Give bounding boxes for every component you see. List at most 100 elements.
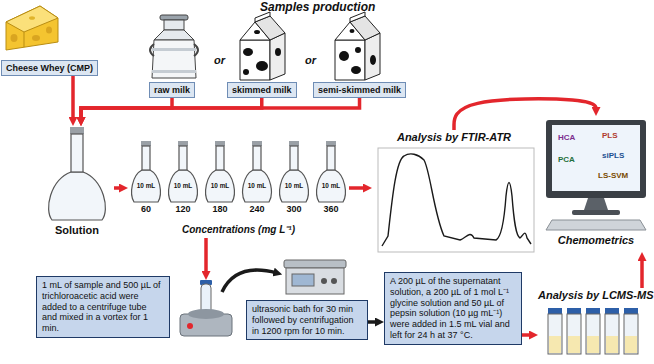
volumetric-flask: Solution xyxy=(40,126,114,242)
flask-stopper xyxy=(70,127,84,134)
computer-panel: ChemometricsHCAPCAPLSsiPLSLS-SVM xyxy=(542,116,650,252)
flask-stopper xyxy=(326,141,336,146)
vortex-mixer xyxy=(188,309,224,319)
milk-can xyxy=(152,70,196,73)
vials xyxy=(567,308,581,314)
node-text: 240 xyxy=(239,204,275,214)
node-text: Cheese Whey (CMP) xyxy=(6,63,93,73)
node-text: semi-skimmed milk xyxy=(318,85,401,95)
flask-stopper xyxy=(178,141,188,146)
node-text: 10 mL xyxy=(165,182,201,189)
milk-carton xyxy=(275,48,281,56)
ultrasonic-bath xyxy=(331,278,337,284)
ultrasonic-bath xyxy=(292,274,314,286)
label-box: Cheese Whey (CMP) xyxy=(1,60,98,76)
vials xyxy=(548,308,562,314)
cheese-icon xyxy=(6,6,58,50)
node-text: 10 mL xyxy=(313,182,349,189)
node-text: HCA xyxy=(558,133,575,142)
step-box: ultrasonic bath for 30 min followed by c… xyxy=(246,300,368,340)
flask-neck xyxy=(290,146,298,170)
node-text: Chemometrics xyxy=(542,234,650,246)
volumetric-flask: 10 mL 180 xyxy=(202,140,238,220)
milk-carton xyxy=(351,66,361,74)
node-text: Analysis by FTIR-ATR xyxy=(372,130,536,143)
vortex-mixer xyxy=(187,323,193,329)
annotation-label: or xyxy=(305,54,316,66)
process-arrow xyxy=(204,238,208,275)
label-box: semi-skimmed milk xyxy=(313,82,406,98)
volumetric-flask: 10 mL 360 xyxy=(313,140,349,220)
step-box: 1 mL of sample and 500 µL of trichloroac… xyxy=(36,276,170,338)
node-text: A 200 µL of the supernatant solution, a … xyxy=(390,276,516,341)
node-text: raw milk xyxy=(154,85,190,95)
node-text: skimmed milk xyxy=(232,85,292,95)
milk-can xyxy=(154,30,194,40)
milk-carton xyxy=(350,29,355,33)
cheese-icon xyxy=(24,32,25,47)
volumetric-flask: 10 mL300 xyxy=(276,140,312,220)
milk-carton xyxy=(270,33,285,80)
vortex-mixer xyxy=(180,280,232,336)
node-text: 10 mL xyxy=(202,182,238,189)
vials xyxy=(624,308,638,314)
section-title: Samples production xyxy=(260,0,375,14)
flask-neck xyxy=(179,146,187,170)
computer xyxy=(572,210,620,215)
node-text: 10 mL xyxy=(128,182,164,189)
vials xyxy=(549,336,561,353)
vials xyxy=(586,314,600,354)
milk-can xyxy=(152,48,196,51)
vials xyxy=(548,314,562,354)
step-box: A 200 µL of the supernatant solution, a … xyxy=(384,272,522,345)
cheese-icon xyxy=(6,6,58,50)
vials xyxy=(625,336,637,353)
flask-neck xyxy=(327,146,335,170)
milk-carton xyxy=(370,55,376,65)
node-text: 60 xyxy=(128,204,164,214)
milk-can xyxy=(150,15,198,78)
flask-neck xyxy=(142,146,150,170)
milk-carton xyxy=(365,33,380,80)
vial-panel: Analysis by LCMS-MS xyxy=(538,288,650,360)
node-text: 120 xyxy=(165,204,201,214)
volumetric-flask: 10 mL 240 xyxy=(239,140,275,220)
node-text: ultrasonic bath for 30 min followed by c… xyxy=(252,304,362,336)
milk-carton xyxy=(240,40,270,80)
cheese-icon xyxy=(32,35,40,41)
label-box: skimmed milk xyxy=(227,82,297,98)
milk-carton xyxy=(243,69,249,75)
node-text: 360 xyxy=(313,204,349,214)
milk-carton xyxy=(254,30,260,34)
cheese-icon xyxy=(29,16,35,20)
flask-stopper xyxy=(289,141,299,146)
milk-can xyxy=(194,44,198,56)
flask-stopper xyxy=(141,141,151,146)
label-box: raw milk xyxy=(149,82,195,98)
node-text: Solution xyxy=(40,224,114,236)
milk-carton xyxy=(355,47,361,53)
ultrasonic-bath xyxy=(321,278,327,284)
ftir-spectrum xyxy=(378,148,534,252)
annotation-label: Concentrations (mg L⁻¹) xyxy=(182,222,295,236)
node-text: 10 mL xyxy=(276,182,312,189)
flask-stopper xyxy=(252,141,262,146)
vials xyxy=(586,308,600,314)
milk-can xyxy=(164,20,184,30)
node-text: 1 mL of sample and 500 µL of trichloroac… xyxy=(42,280,164,334)
node-text: LS-SVM xyxy=(598,171,628,180)
flow-arrow xyxy=(640,257,644,288)
milk-can xyxy=(150,44,154,56)
node-text: 180 xyxy=(202,204,238,214)
node-text: Analysis by LCMS-MS xyxy=(538,288,650,301)
milk-carton xyxy=(256,61,268,71)
flow-arrow xyxy=(368,320,379,324)
milk-carton xyxy=(335,12,380,80)
node-text: 10 mL xyxy=(239,182,275,189)
computer xyxy=(546,220,646,230)
flask-neck xyxy=(253,146,261,170)
milk-can xyxy=(160,15,188,20)
node-text: siPLS xyxy=(602,151,624,160)
cheese-icon xyxy=(46,27,52,34)
